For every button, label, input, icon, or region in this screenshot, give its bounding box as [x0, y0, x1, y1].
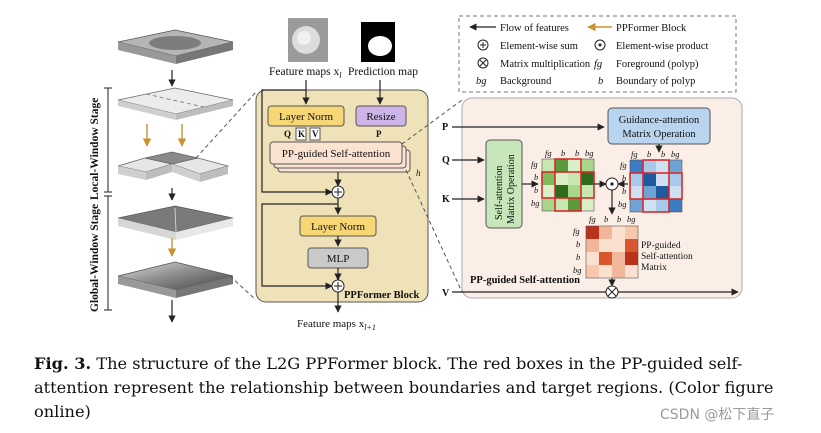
orange-row-bg: bg — [573, 265, 582, 275]
green-row-b2: b — [534, 185, 538, 195]
green-col-b1: b — [561, 148, 565, 158]
figure-diagram: Local-Window Stage Global-Window Stage F… — [89, 15, 743, 332]
legend-sum-icon — [477, 39, 489, 51]
ppformer-block-title: PPFormer Block — [344, 290, 419, 301]
detail-k-label: K — [442, 194, 450, 205]
feature-maps-output-label: Feature maps x — [297, 318, 365, 330]
svg-text:Feature maps xl+1: Feature maps xl+1 — [297, 318, 376, 332]
local-slab-2 — [117, 151, 230, 182]
green-row-fg: fg — [531, 159, 538, 169]
legend-sum-label: Element-wise sum — [500, 41, 578, 52]
feature-maps-input-label: Feature maps x — [269, 66, 340, 78]
legend-fg-abbr: fg — [594, 59, 602, 70]
legend-flow-label: Flow of features — [500, 23, 569, 34]
green-col-bg: bg — [585, 148, 594, 158]
watermark: CSDN @松下直子 — [660, 407, 775, 423]
blue-row-b2: b — [622, 186, 626, 196]
green-row-b1: b — [534, 172, 538, 182]
figure-caption: Fig. 3. The structure of the L2G PPForme… — [34, 352, 804, 424]
sum-node-2 — [331, 279, 345, 293]
input-image-slab — [117, 29, 234, 64]
layer-norm-1-label: Layer Norm — [279, 111, 334, 123]
pp-attention-box — [269, 141, 403, 165]
svg-text:Feature maps xl: Feature maps xl — [269, 66, 342, 80]
pp-attention-label: PP-guided Self-attention — [282, 148, 391, 160]
pp-matrix-line-3: Matrix — [641, 263, 667, 273]
green-col-fg: fg — [545, 148, 552, 158]
pp-guided-matrix: fg b b bg fg b b bg — [573, 214, 639, 279]
stage-stack: Local-Window Stage Global-Window Stage — [89, 29, 257, 323]
ppformer-block: Layer Norm Resize Q K V P PP-guided Self… — [255, 80, 429, 332]
prediction-map-thumbnail — [361, 22, 395, 62]
sum-node-1 — [331, 185, 345, 199]
feature-maps-output-sub: l+1 — [364, 323, 376, 332]
resize-label: Resize — [366, 111, 395, 123]
layer-norm-2-label: Layer Norm — [311, 221, 366, 233]
pp-matrix-line-1: PP-guided — [641, 241, 681, 251]
orange-col-bg: bg — [627, 214, 636, 224]
blue-col-b1: b — [647, 149, 651, 159]
caption-text: The structure of the L2G PPFormer block.… — [34, 354, 774, 421]
orange-row-b2: b — [576, 252, 580, 262]
caption-label: Fig. 3. — [34, 354, 92, 373]
feature-map-thumbnail — [288, 18, 328, 62]
self-attention-line-1: Self-attention — [494, 166, 505, 220]
k-label: K — [298, 129, 305, 139]
blue-col-fg: fg — [631, 149, 638, 159]
orange-row-b1: b — [576, 239, 580, 249]
legend: Flow of features PPFormer Block Element-… — [458, 15, 737, 93]
legend-bg-abbr: bg — [476, 76, 487, 87]
feature-maps-input-sub: l — [339, 71, 342, 80]
legend-matmul-icon — [477, 57, 489, 69]
legend-product-label: Element-wise product — [616, 41, 709, 52]
detail-p-label: P — [442, 122, 448, 133]
blue-col-bg: bg — [671, 149, 680, 159]
detail-q-label: Q — [442, 155, 450, 166]
resize-box — [355, 105, 407, 127]
guidance-matrix: fg b b bg fg b b bg — [618, 149, 683, 213]
green-col-b2: b — [575, 148, 579, 158]
blue-row-b1: b — [622, 173, 626, 183]
global-stage-label: Global-Window Stage — [89, 204, 101, 312]
orange-col-b2: b — [617, 214, 621, 224]
pp-attention-detail: P Q K V Guidance-attention Matrix Operat… — [442, 97, 743, 299]
blue-row-bg: bg — [618, 199, 627, 209]
global-slab — [117, 205, 234, 240]
orange-col-b1: b — [604, 214, 608, 224]
self-attention-line-2: Matrix Operation — [506, 154, 517, 224]
self-attention-matrix: fg b b bg fg b b bg — [531, 148, 595, 212]
guidance-line-1: Guidance-attention — [619, 115, 700, 126]
local-slab-1 — [117, 87, 234, 120]
layer-norm-1-box — [267, 105, 345, 127]
detail-v-label: V — [442, 288, 450, 299]
legend-bg-label: Background — [500, 76, 552, 87]
v-label: V — [312, 129, 319, 139]
q-label: Q — [284, 129, 291, 139]
orange-col-fg: fg — [589, 214, 596, 224]
legend-b-abbr: b — [598, 76, 603, 87]
legend-b-label: Boundary of polyp — [616, 76, 695, 87]
product-node — [605, 177, 619, 191]
prediction-map-label: Prediction map — [348, 66, 418, 78]
heads-label: h — [416, 168, 421, 178]
blue-col-b2: b — [661, 149, 665, 159]
pp-matrix-line-2: Self-attention — [641, 251, 693, 262]
green-row-bg: bg — [531, 198, 540, 208]
orange-row-fg: fg — [573, 226, 580, 236]
local-stage-label: Local-Window Stage — [89, 98, 101, 200]
p-label: P — [376, 129, 382, 139]
detail-title: PP-guided Self-attention — [470, 275, 580, 286]
legend-ppformer-label: PPFormer Block — [616, 23, 687, 34]
mlp-label: MLP — [327, 253, 350, 265]
blue-row-fg: fg — [620, 160, 627, 170]
legend-fg-label: Foreground (polyp) — [616, 59, 699, 70]
guidance-line-2: Matrix Operation — [622, 129, 696, 140]
output-image-slab — [117, 261, 234, 298]
matmul-node — [605, 285, 619, 299]
legend-matmul-label: Matrix multiplication — [500, 59, 591, 70]
legend-product-icon — [594, 39, 606, 51]
